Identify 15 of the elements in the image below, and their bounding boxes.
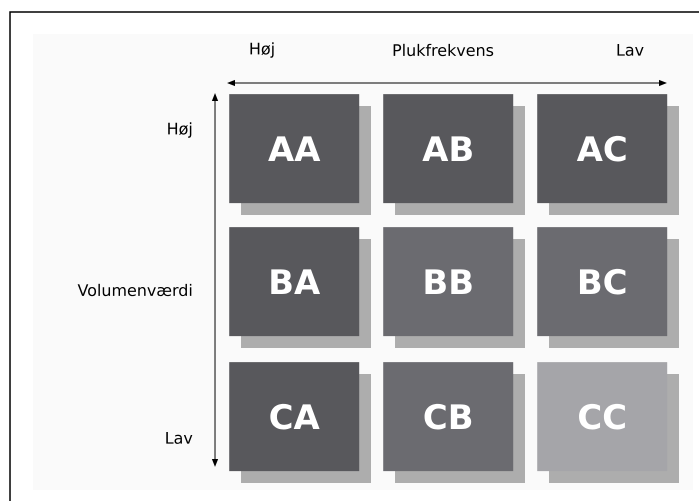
tile: BB (383, 227, 525, 348)
axis-label: Plukfrekvens (394, 44, 494, 56)
tile: AB (383, 94, 525, 215)
axis-label: Volumenværdi (78, 284, 192, 296)
axis-label: Høj (250, 42, 274, 58)
tile: BA (229, 227, 371, 348)
axis-label: Høj (168, 122, 192, 138)
axis-label: Lav (618, 44, 644, 56)
tile: AC (537, 94, 679, 215)
tile: CC (537, 362, 679, 483)
tile: CA (229, 362, 371, 483)
tile: BC (537, 227, 679, 348)
axis-label: Lav (166, 432, 192, 444)
tile: CB (383, 362, 525, 483)
tile: AA (229, 94, 371, 215)
